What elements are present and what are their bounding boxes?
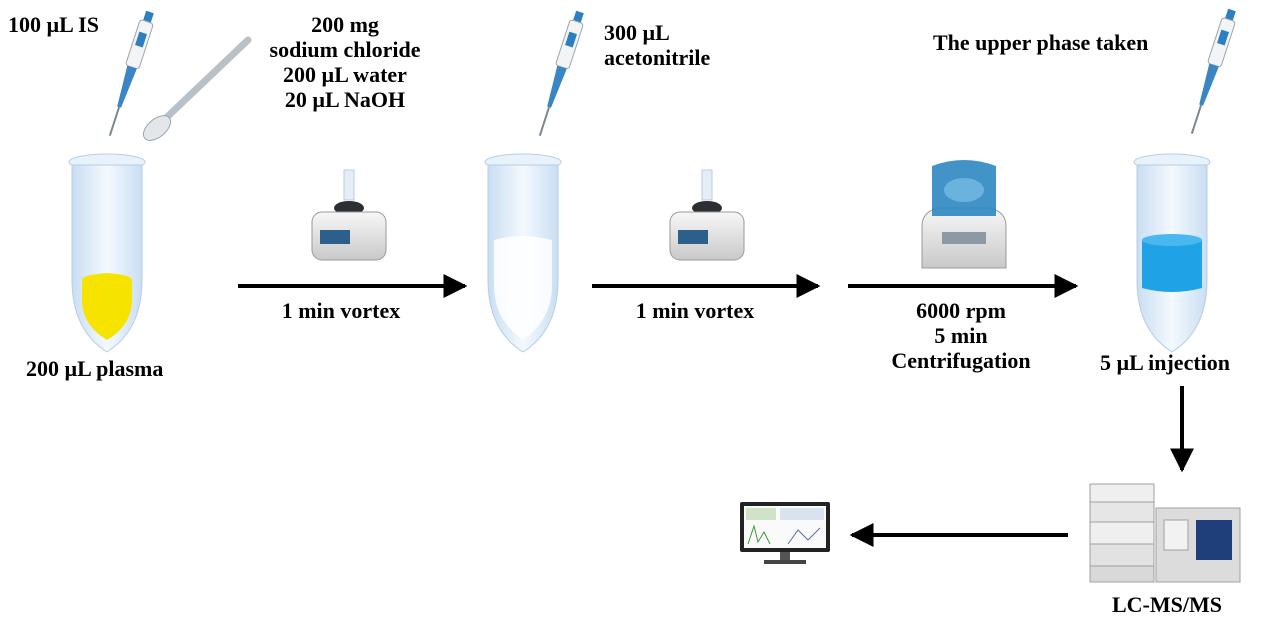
reagent-line: 20 µL NaOH [284, 87, 406, 112]
tube-icon [68, 153, 146, 353]
centrifugation-line: 5 min [934, 323, 988, 348]
monitor-icon [740, 502, 830, 564]
pipette-icon [538, 10, 584, 136]
plasma-liquid [82, 273, 132, 340]
centrifugation-line: 6000 rpm [916, 298, 1006, 323]
upper-phase-label: The upper phase taken [933, 30, 1149, 55]
centrifugation-line: Centrifugation [891, 348, 1031, 373]
centrifuge-icon [921, 160, 1007, 269]
reagent-line: 200 µL water [283, 62, 407, 87]
instrument-label: LC-MS/MS [1112, 592, 1222, 617]
vortex-mixer-icon [669, 169, 745, 261]
tube-icon [484, 153, 562, 353]
plasma-label: 200 µL plasma [26, 356, 164, 381]
vortex-label: 1 min vortex [281, 298, 401, 323]
reagents-label: 200 mg sodium chloride 200 µL water 20 µ… [240, 12, 450, 112]
acetonitrile-label: 300 µL acetonitrile [604, 20, 744, 70]
vortex-label: 1 min vortex [635, 298, 755, 323]
acetonitrile-line: 300 µL [604, 20, 670, 45]
acetonitrile-line: acetonitrile [604, 45, 711, 70]
tube-icon [1133, 153, 1211, 353]
reagent-line: 200 mg [311, 12, 379, 37]
injection-label: 5 µL injection [1100, 350, 1231, 375]
pipette-icon [108, 10, 154, 136]
centrifugation-label: 6000 rpm 5 min Centrifugation [866, 298, 1056, 373]
vortex-mixer-icon [311, 169, 387, 261]
is-label: 100 µL IS [8, 12, 99, 37]
spatula-icon [142, 36, 252, 141]
upper-phase-liquid [1142, 236, 1202, 292]
pipette-icon [1190, 8, 1236, 134]
lc-ms-instrument-icon [1089, 483, 1241, 583]
reagent-line: sodium chloride [269, 37, 421, 62]
